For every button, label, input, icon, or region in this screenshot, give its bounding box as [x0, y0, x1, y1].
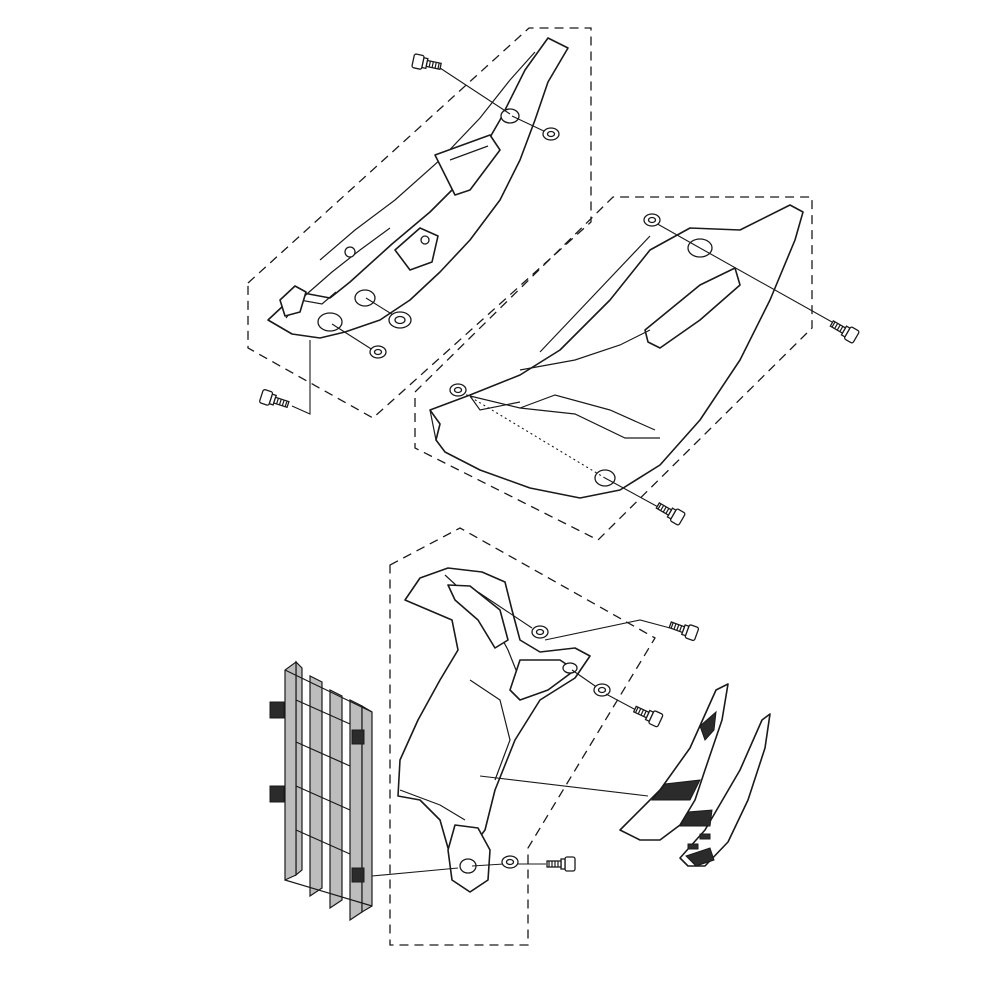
shroud-graphic-decal[interactable]: [619, 683, 771, 867]
radiator-shroud-boundary: [389, 527, 656, 946]
washer[interactable]: [531, 625, 549, 639]
bolt[interactable]: [546, 856, 576, 872]
bolt[interactable]: [667, 617, 700, 642]
washer[interactable]: [501, 855, 519, 869]
collar[interactable]: [388, 311, 412, 329]
washer[interactable]: [643, 213, 661, 227]
bolt[interactable]: [258, 388, 291, 412]
rear-cover-mount-boss-upper: [500, 108, 520, 124]
bolt[interactable]: [827, 316, 861, 345]
side-cover-panel-group: [414, 196, 861, 541]
louver-leader-line: [371, 867, 459, 877]
bolt[interactable]: [411, 53, 443, 74]
bolt[interactable]: [631, 702, 664, 728]
radiator-shroud[interactable]: [397, 567, 591, 893]
radiator-shroud-group: [389, 527, 700, 946]
washer[interactable]: [369, 345, 387, 359]
washer[interactable]: [449, 383, 467, 397]
washer[interactable]: [542, 127, 560, 141]
side-cover-panel[interactable]: [429, 204, 804, 499]
washer[interactable]: [593, 683, 611, 697]
bolt[interactable]: [653, 498, 687, 527]
rear-frame-inner-cover-group: [247, 27, 592, 419]
radiator-louver[interactable]: [269, 660, 373, 922]
rear-cover-mount-boss-mid: [354, 289, 376, 307]
rear-frame-inner-cover-boundary: [247, 27, 592, 419]
rear-frame-inner-cover[interactable]: [267, 37, 569, 339]
decal-leader-line: [479, 775, 649, 797]
side-cover-panel-boundary: [414, 196, 813, 541]
